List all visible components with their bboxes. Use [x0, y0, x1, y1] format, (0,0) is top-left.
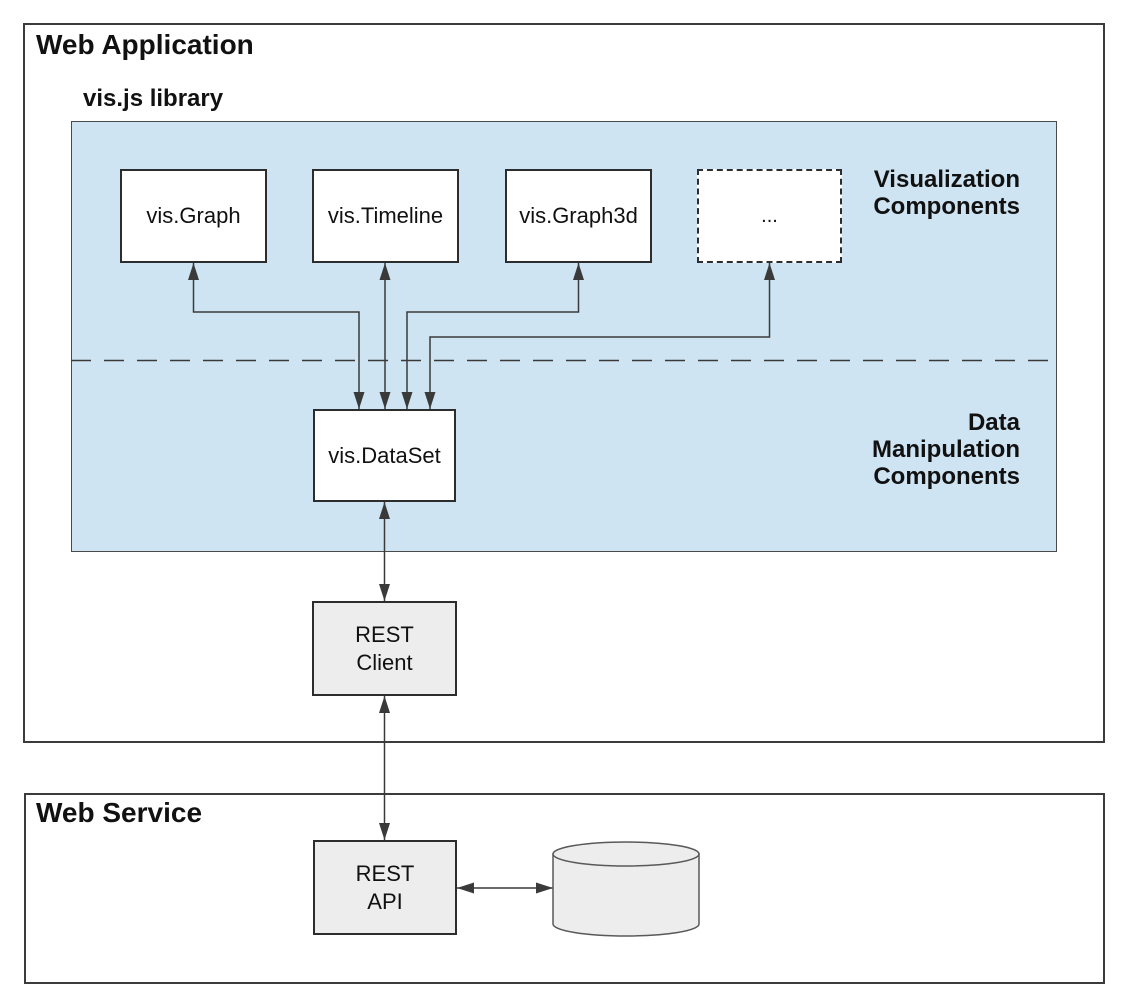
zone-label-line: Components — [873, 193, 1020, 220]
dataset-label: vis.DataSet — [328, 442, 441, 468]
web-application-title: Web Application — [36, 29, 254, 60]
vis-library-title: vis.js library — [83, 85, 224, 112]
rest-api-line2: API — [367, 888, 403, 914]
zone-label-line: Components — [873, 463, 1020, 490]
rest-client-box: REST Client — [312, 601, 457, 696]
zone-label-line: Data — [967, 409, 1020, 436]
component-box-vis-timeline: vis.Timeline — [312, 169, 459, 263]
rest-api-line1: REST — [355, 860, 415, 886]
database-label: Data — [602, 877, 650, 902]
web-service-box — [24, 793, 1105, 984]
zone-label-line: Visualization — [873, 166, 1020, 193]
component-label: ... — [761, 205, 778, 227]
component-box-vis-graph3d: vis.Graph3d — [505, 169, 652, 263]
component-label: vis.Timeline — [327, 203, 444, 228]
visualization-components-label: Visualization Components — [873, 166, 1020, 220]
rest-client-line1: REST — [355, 621, 414, 647]
component-box-vis-graph: vis.Graph — [120, 169, 267, 263]
component-box-more: ... — [697, 169, 842, 263]
rest-api-label: REST API — [356, 860, 415, 916]
dataset-box: vis.DataSet — [313, 409, 456, 502]
component-label: vis.Graph3d — [519, 203, 638, 228]
web-service-title: Web Service — [36, 797, 203, 828]
zone-label-line: Manipulation — [872, 436, 1020, 463]
rest-client-line2: Client — [356, 649, 413, 675]
component-label: vis.Graph — [146, 203, 241, 228]
data-manipulation-components-label: Data Manipulation Components — [872, 409, 1020, 490]
rest-api-box: REST API — [313, 840, 457, 935]
web-application-box — [23, 23, 1105, 743]
rest-client-label: REST Client — [355, 621, 414, 677]
